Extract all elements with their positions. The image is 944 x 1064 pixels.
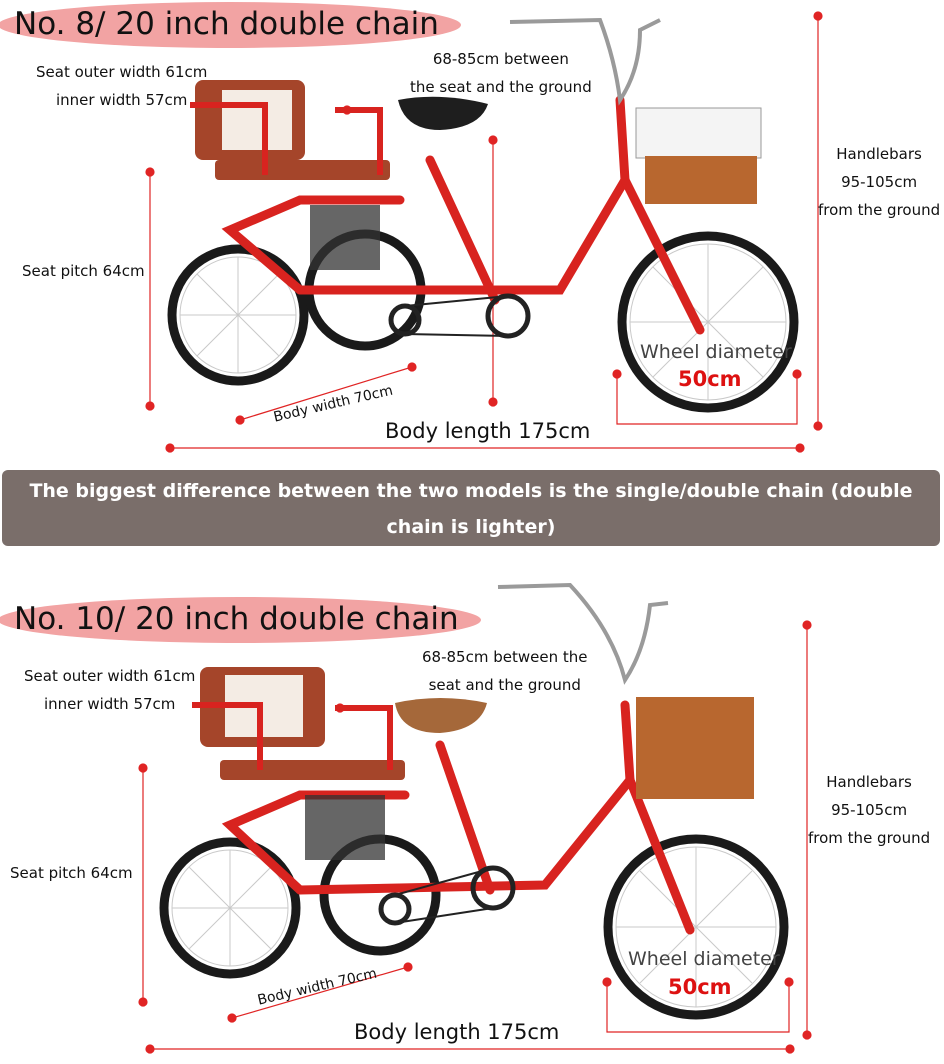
model-panel-8: No. 8/ 20 inch double chain Seat outer w… (0, 0, 944, 460)
difference-banner: The biggest difference between the two m… (2, 470, 940, 574)
seat-width-label-8: Seat outer width 61cm inner width 57cm (36, 63, 208, 109)
tricycle-illustration-8 (145, 11, 823, 453)
seat-height-label-10: 68-85cm between the seat and the ground (422, 648, 588, 694)
wheel-diameter-value-10: 50cm (668, 975, 732, 999)
tricycle-illustration-10 (138, 582, 812, 1054)
banner-line-1: The biggest difference between the two m… (29, 480, 913, 538)
model-panel-10: No. 10/ 20 inch double chain Seat outer … (0, 575, 944, 1064)
seat-height-label-8: 68-85cm between the seat and the ground (410, 50, 592, 96)
wheel-diameter-label-8: Wheel diameter (640, 341, 792, 363)
banner-line-2: Other differences: bicycle front basket,… (193, 552, 749, 574)
wheel-diameter-label-10: Wheel diameter (628, 948, 780, 970)
model-title-10: No. 10/ 20 inch double chain (0, 597, 481, 643)
seat-width-label-10: Seat outer width 61cm inner width 57cm (24, 667, 196, 713)
seat-pitch-label-8: Seat pitch 64cm (22, 262, 145, 280)
wheel-diameter-value-8: 50cm (678, 367, 742, 391)
body-length-label-8: Body length 175cm (385, 419, 591, 443)
seat-pitch-label-10: Seat pitch 64cm (10, 864, 133, 882)
handlebars-label-8: Handlebars 95-105cm from the ground (818, 145, 941, 219)
handlebars-label-10: Handlebars 95-105cm from the ground (808, 773, 931, 847)
body-length-label-10: Body length 175cm (354, 1020, 560, 1044)
model-title-8: No. 8/ 20 inch double chain (0, 2, 461, 48)
